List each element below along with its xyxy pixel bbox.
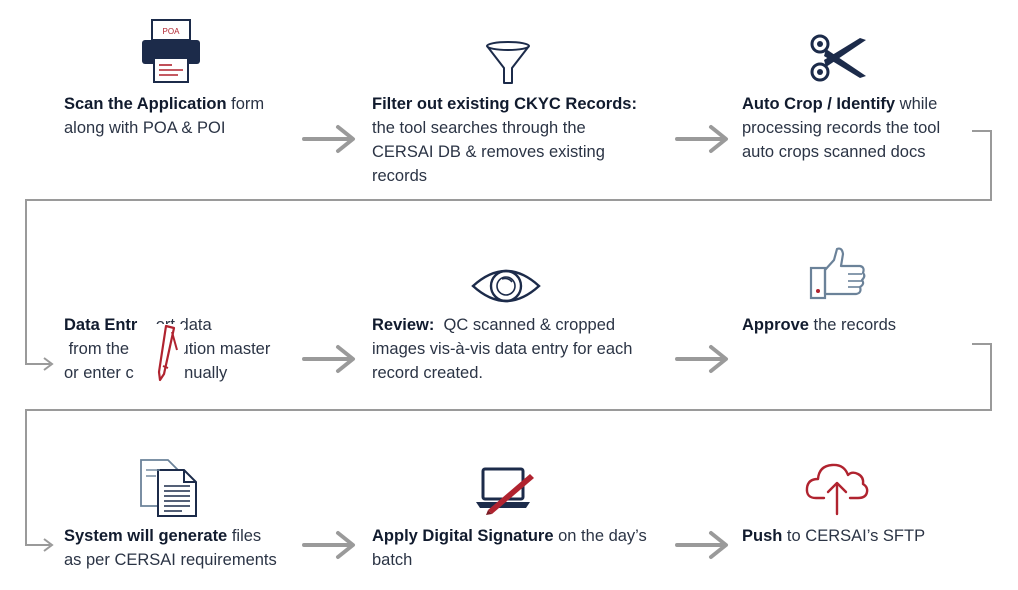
thumbs-up-icon <box>809 247 866 300</box>
step-review-title: Review: <box>372 316 435 334</box>
step-push-text: Push to CERSAI’s SFTP <box>742 524 925 548</box>
arrow-right-icon <box>675 345 728 373</box>
step-push-title-rest: to CERSAI’s SFTP <box>782 527 926 545</box>
step-filter-text: Filter out existing CKYC Records: the to… <box>372 92 637 188</box>
arrow-right-icon <box>675 531 728 559</box>
step-generate-title: System will generate <box>64 527 228 545</box>
scissors-icon <box>810 34 866 82</box>
arrow-right-icon <box>675 125 728 153</box>
step-data-entry-title: Data Entr <box>64 316 138 334</box>
step-generate-text: System will generate files as per CERSAI… <box>64 524 277 572</box>
step-filter-line: the tool searches through the <box>372 119 586 137</box>
step-filter-line: records <box>372 167 428 185</box>
step-approve-title-rest: the records <box>808 316 897 334</box>
arrow-right-icon <box>302 125 355 153</box>
step-sign-text: Apply Digital Signature on the day’s bat… <box>372 524 647 572</box>
step-scan-title: Scan the Application <box>64 95 227 113</box>
step-sign-title: Apply Digital Signature <box>372 527 554 545</box>
step-sign-title-rest: on the day’s <box>553 527 647 545</box>
step-generate-line: as per CERSAI requirements <box>64 551 277 569</box>
step-review-title-rest: QC scanned & cropped <box>434 316 616 334</box>
step-autocrop-title-rest: while <box>895 95 938 113</box>
svg-text:POA: POA <box>163 27 181 36</box>
arrow-right-icon <box>302 531 355 559</box>
laptop-signature-icon <box>476 467 534 515</box>
scanner-printer-icon: POA <box>142 19 200 83</box>
step-scan-title-rest: form <box>226 95 265 113</box>
step-sign-line: batch <box>372 551 413 569</box>
step-data-entry-line: or enter c anually <box>64 364 228 382</box>
step-generate-title-rest: files <box>227 527 262 545</box>
step-push-title: Push <box>742 527 783 545</box>
documents-icon <box>140 459 197 517</box>
pen-icon <box>154 324 184 384</box>
step-review-line: images vis-à-vis data entry for each <box>372 340 633 358</box>
step-approve-title: Approve <box>742 316 809 334</box>
step-autocrop-text: Auto Crop / Identify while processing re… <box>742 92 940 164</box>
step-autocrop-title: Auto Crop / Identify <box>742 95 896 113</box>
step-data-entry-line: from the ution master <box>68 340 271 358</box>
step-scan-line: along with POA & POI <box>64 119 226 137</box>
step-autocrop-line: auto crops scanned docs <box>742 143 926 161</box>
eye-icon <box>471 269 541 303</box>
step-autocrop-line: processing records the tool <box>742 119 941 137</box>
step-review-text: Review: QC scanned & cropped images vis-… <box>372 313 632 385</box>
step-filter-line: CERSAI DB & removes existing <box>372 143 605 161</box>
step-review-line: record created. <box>372 364 483 382</box>
step-filter-title: Filter out existing CKYC Records: <box>372 95 637 113</box>
cloud-upload-icon <box>805 463 869 516</box>
step-scan-text: Scan the Application form along with POA… <box>64 92 264 140</box>
step-data-entry-text: Data Entr ort data from the ution master… <box>64 313 270 385</box>
funnel-filter-icon <box>486 41 530 84</box>
step-approve-text: Approve the records <box>742 313 896 337</box>
arrow-right-icon <box>302 345 355 373</box>
